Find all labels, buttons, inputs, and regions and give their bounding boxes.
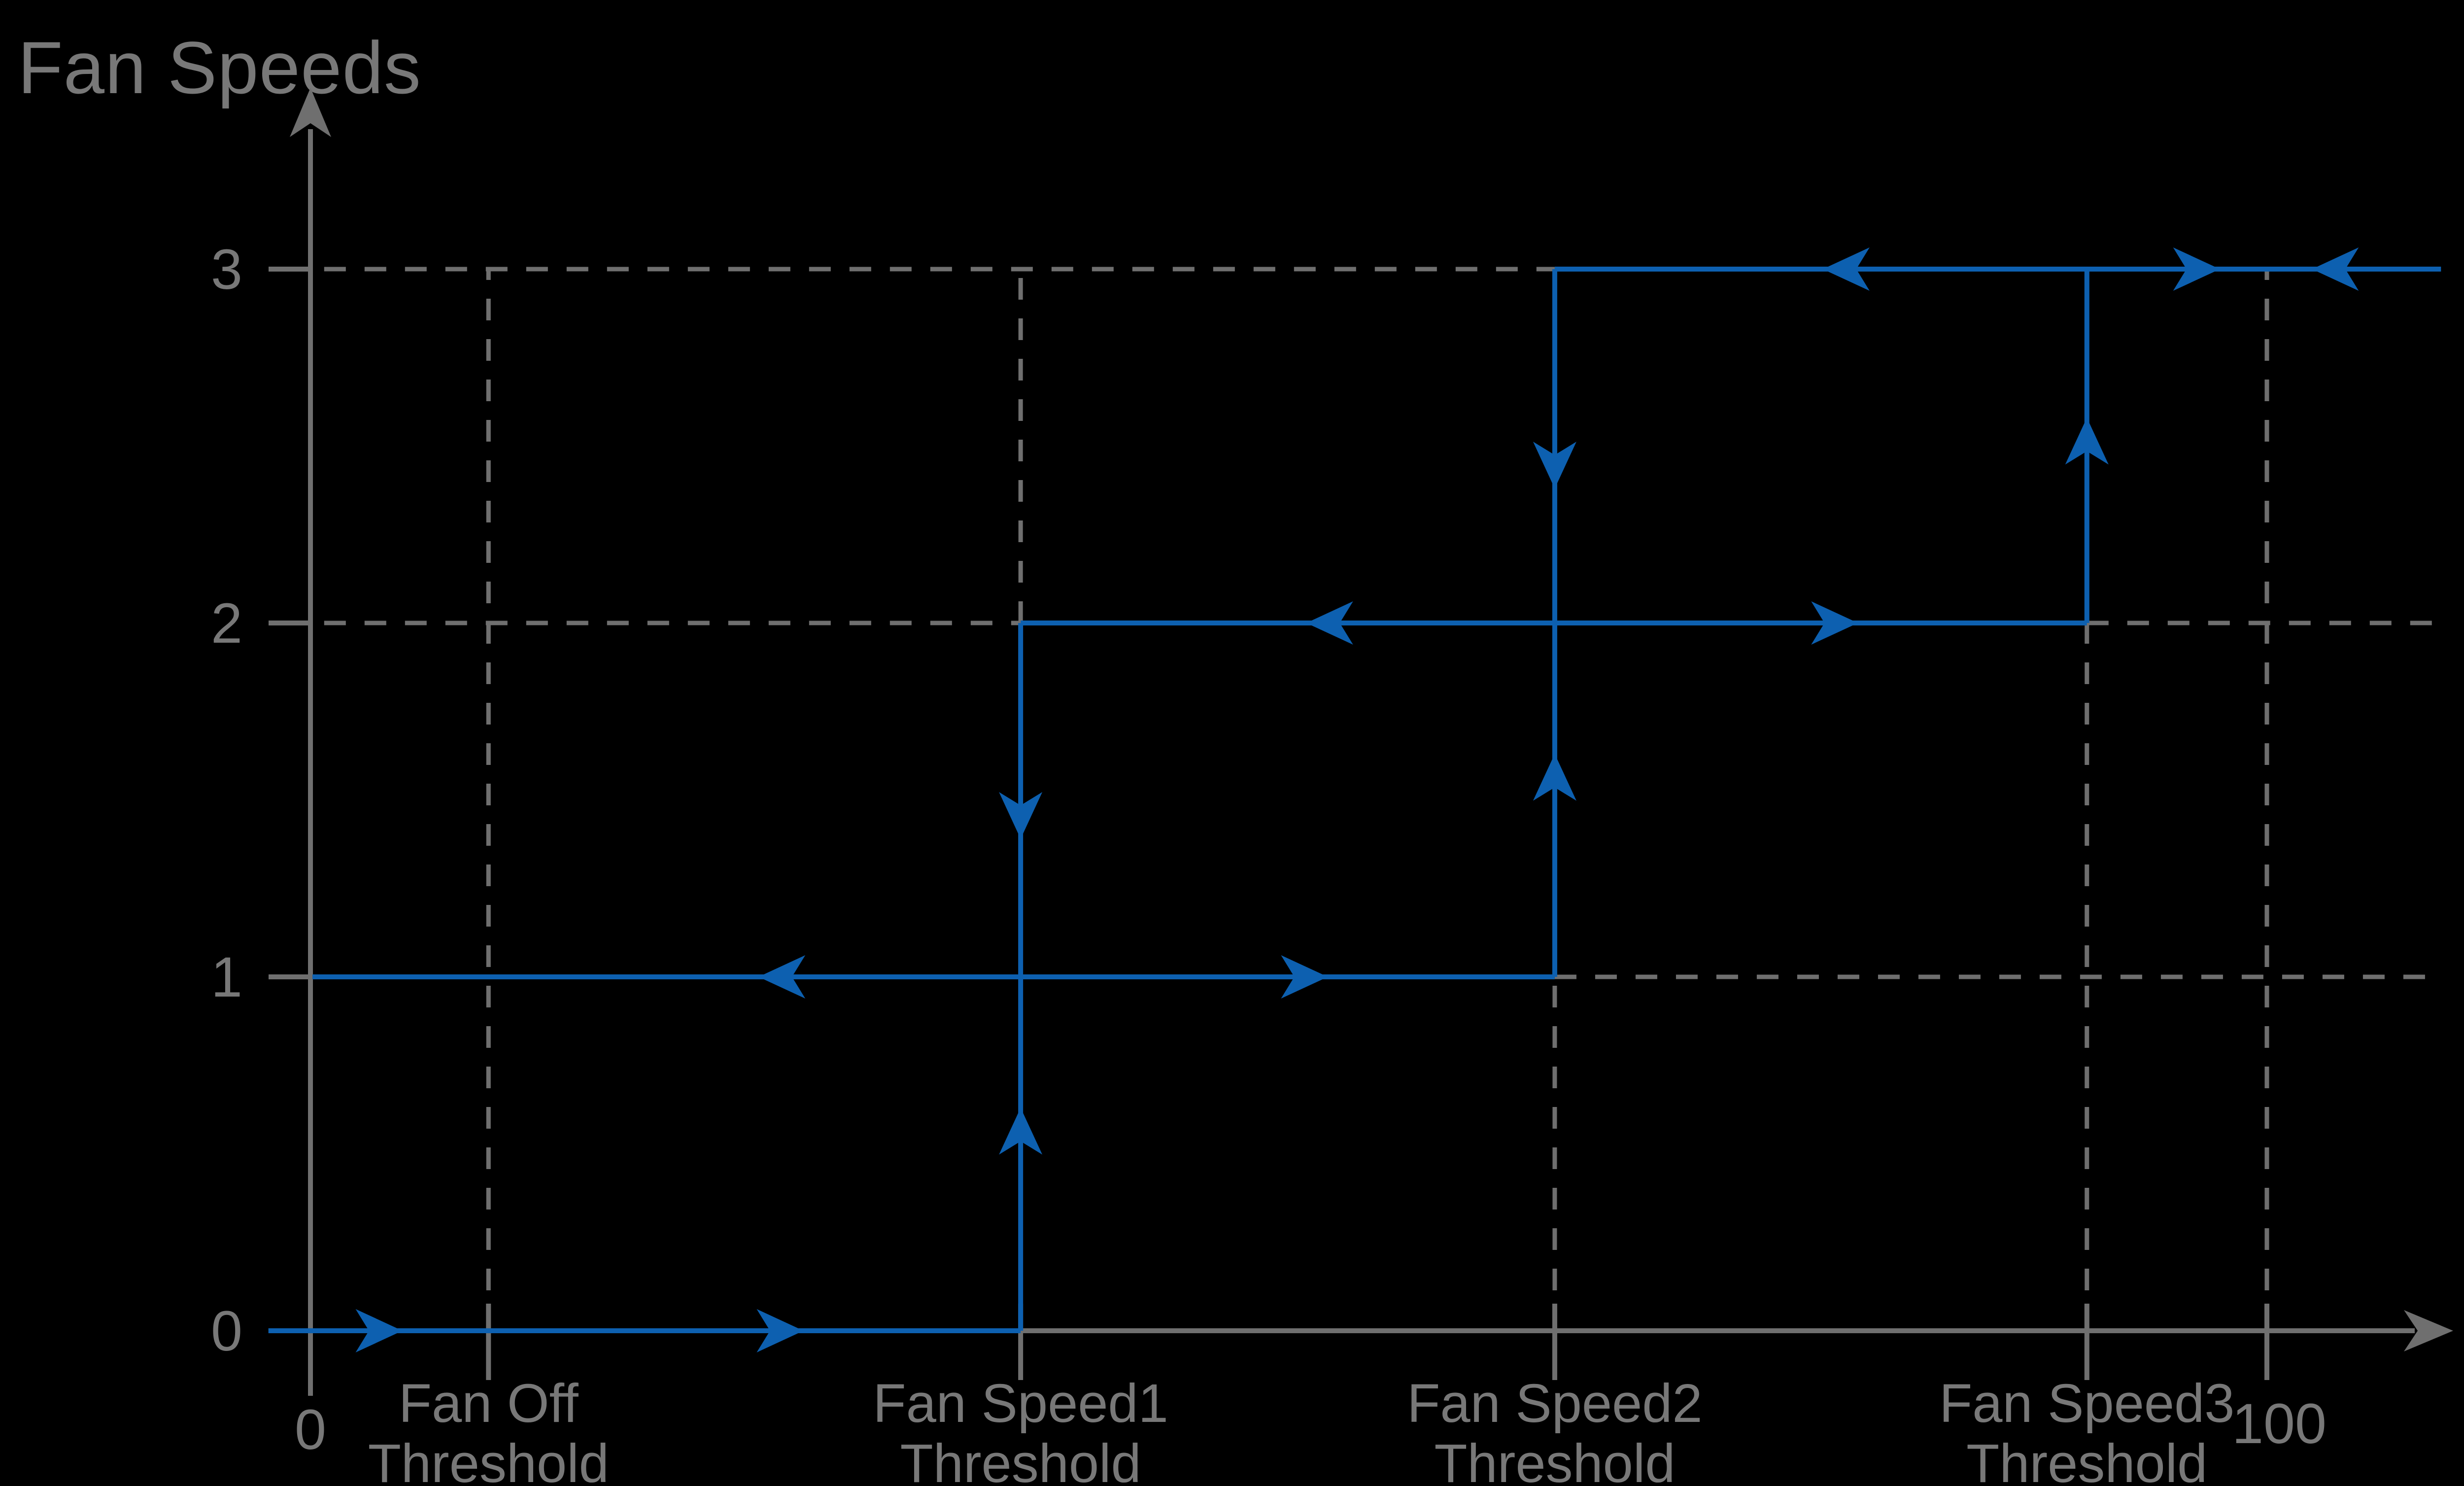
fan-speed2-threshold-label-line1: Fan Speed2	[1407, 1373, 1702, 1434]
fan-speed2-threshold-label-line2: Threshold	[1434, 1433, 1675, 1486]
trace-arrow-up	[999, 1107, 1043, 1155]
fan-off-threshold-label-line2: Threshold	[368, 1433, 609, 1486]
trace-arrow-right	[2173, 247, 2220, 291]
y-tick-label-2: 2	[211, 592, 242, 655]
fan-speed3-threshold-label-line2: Threshold	[1966, 1433, 2207, 1486]
x-tick-label-0: 0	[295, 1398, 326, 1461]
trace-arrow-right	[756, 1309, 804, 1352]
y-tick-label-0: 0	[211, 1300, 242, 1363]
fan-speed1-threshold-label-line1: Fan Speed1	[873, 1373, 1168, 1434]
y-axis-arrowhead	[290, 88, 331, 137]
trace-arrow-down	[999, 792, 1043, 839]
trace-arrow-left	[758, 955, 806, 999]
fan-off-threshold-label-line1: Fan Off	[399, 1373, 579, 1434]
x-tick-label-100: 100	[2232, 1392, 2327, 1455]
trace-arrow-right	[1281, 955, 1328, 999]
trace-arrow-up	[2065, 417, 2109, 465]
fan-speed3-threshold-label-line1: Fan Speed3	[1939, 1373, 2234, 1434]
y-tick-label-1: 1	[211, 946, 242, 1009]
trace-arrow-down	[1533, 442, 1576, 489]
fan-speed1-threshold-label-line2: Threshold	[900, 1433, 1141, 1486]
trace-arrow-left	[1306, 601, 1353, 645]
trace-arrow-up	[1533, 754, 1576, 801]
y-axis-title: Fan Speeds	[18, 26, 421, 109]
trace-arrow-left	[2312, 247, 2359, 291]
y-tick-label-3: 3	[211, 238, 242, 301]
x-axis-arrowhead	[2404, 1310, 2453, 1351]
trace-arrow-right	[355, 1309, 403, 1352]
trace-arrow-left	[1822, 247, 1870, 291]
trace-arrow-right	[1811, 601, 1858, 645]
